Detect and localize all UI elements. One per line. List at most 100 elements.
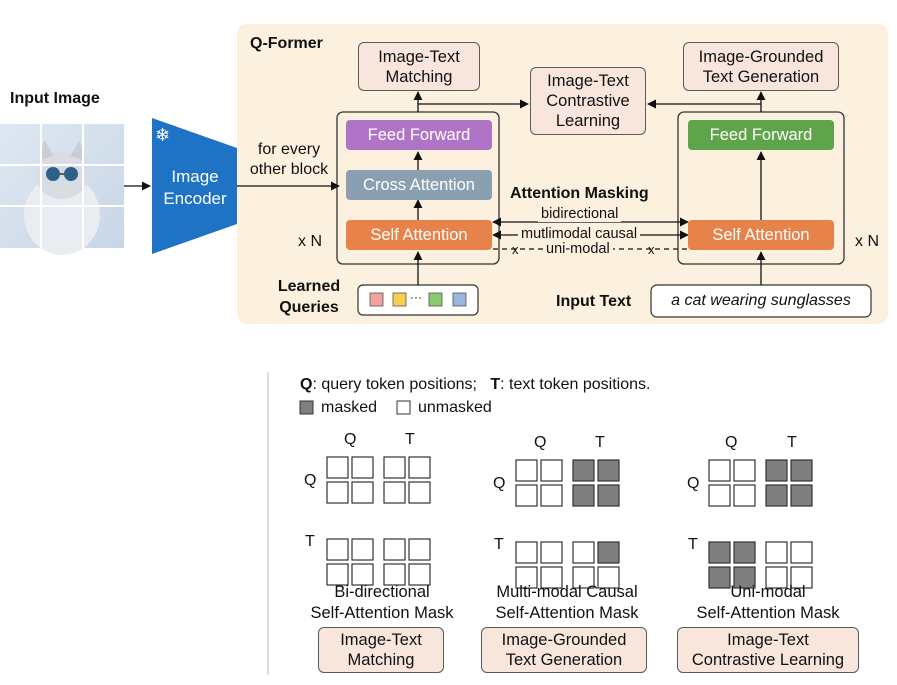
mask1-col-t: T [405, 431, 415, 448]
mask3-cell-3-0 [708, 566, 731, 589]
mask3-row-q: Q [687, 475, 700, 492]
mask1-row-t: T [305, 533, 315, 550]
cross-attention: Cross Attention [346, 170, 492, 200]
input-text-label: Input Text [556, 293, 632, 310]
mask2-cell-3-0 [515, 566, 538, 589]
itm-head-box: Image-Text Matching [358, 42, 480, 91]
legend-masked-label: masked [321, 399, 378, 416]
mask1-cell-2-0 [326, 538, 349, 561]
mask3-cell-0-3 [790, 459, 813, 482]
mask1-cell-0-2 [383, 456, 406, 479]
input-image [0, 124, 124, 255]
query-dots: ··· [410, 290, 422, 304]
every-other-block-label: for every other block [249, 141, 329, 178]
masked-swatch [299, 400, 314, 415]
mask2-cell-3-2 [572, 566, 595, 589]
mask1-cell-3-0 [326, 563, 349, 586]
mask3-cell-3-3 [790, 566, 813, 589]
mask3-cell-0-0 [708, 459, 731, 482]
mask1-cell-2-2 [383, 538, 406, 561]
mask3-cell-2-2 [765, 541, 788, 564]
mask2-row-q: Q [493, 475, 506, 492]
mask2-title: Multi-modal Causal Self-Attention Mask [495, 583, 639, 622]
legend-unmasked-label: unmasked [418, 399, 492, 416]
unmasked-swatch [396, 400, 411, 415]
mask2-row-t: T [494, 536, 504, 553]
mask3-cell-1-1 [733, 484, 756, 507]
mask3-cell-3-1 [733, 566, 756, 589]
mask1-cell-3-1 [351, 563, 374, 586]
mask2-objective: Image-Grounded Text Generation [481, 627, 647, 673]
mask1-cell-2-3 [408, 538, 431, 561]
mask3-cell-1-3 [790, 484, 813, 507]
itg-head-box: Image-Grounded Text Generation [683, 42, 839, 91]
unimodal-cross-left: x [512, 242, 519, 257]
mask2-col-t: T [595, 434, 605, 451]
mask1-cell-2-1 [351, 538, 374, 561]
mask1-cell-1-1 [351, 481, 374, 504]
mask1-cell-0-3 [408, 456, 431, 479]
mask3-cell-2-3 [790, 541, 813, 564]
mask1-col-q: Q [344, 431, 357, 448]
mask2-cell-0-1 [540, 459, 563, 482]
mask3-col-t: T [787, 434, 797, 451]
mask1-cell-1-0 [326, 481, 349, 504]
mask-multimodal-label: mutlimodal causal [518, 226, 641, 242]
query-token-4 [452, 292, 467, 307]
mask3-cell-1-2 [765, 484, 788, 507]
right-self-attention: Self Attention [688, 220, 834, 250]
mask2-cell-3-3 [597, 566, 620, 589]
query-token-3 [428, 292, 443, 307]
image-encoder-shape [152, 118, 237, 254]
mask1-row-q: Q [304, 472, 317, 489]
attention-masking-title: Attention Masking [510, 185, 649, 202]
mask1-cell-3-2 [383, 563, 406, 586]
mask3-cell-3-2 [765, 566, 788, 589]
mask2-cell-3-1 [540, 566, 563, 589]
mask3-cell-1-0 [708, 484, 731, 507]
query-token-2 [392, 292, 407, 307]
mask3-cell-0-1 [733, 459, 756, 482]
image-encoder-label: Image Encoder [163, 167, 227, 208]
query-token-1 [369, 292, 384, 307]
mask1-cell-1-2 [383, 481, 406, 504]
mask3-cell-0-2 [765, 459, 788, 482]
mask2-cell-0-3 [597, 459, 620, 482]
mask2-cell-0-2 [572, 459, 595, 482]
mask2-cell-1-0 [515, 484, 538, 507]
qformer-title: Q-Former [250, 35, 323, 52]
mask1-title: Bi-directional Self-Attention Mask [310, 583, 454, 622]
legend-t-key: T [490, 376, 501, 393]
mask3-cell-2-0 [708, 541, 731, 564]
snowflake-icon: ❄ [155, 125, 171, 145]
left-xn-label: x N [298, 233, 322, 250]
mask3-title: Uni-modal Self-Attention Mask [696, 583, 840, 622]
unimodal-cross-right: x [648, 242, 655, 257]
mask3-col-q: Q [725, 434, 738, 451]
right-xn-label: x N [855, 233, 879, 250]
legend-q-desc: : query token positions; [312, 376, 477, 393]
legend-t-desc: : text token positions. [500, 376, 651, 393]
mask2-cell-2-2 [572, 541, 595, 564]
mask3-cell-2-1 [733, 541, 756, 564]
learned-queries-label: Learned Queries [277, 278, 341, 316]
mask1-cell-0-1 [351, 456, 374, 479]
mask1-objective: Image-Text Matching [318, 627, 444, 673]
mask2-cell-1-2 [572, 484, 595, 507]
legend-line: Q: query token positions; T: text token … [300, 376, 650, 394]
legend-q-key: Q [300, 376, 313, 393]
right-feed-forward: Feed Forward [688, 120, 834, 150]
mask3-row-t: T [688, 536, 698, 553]
mask2-cell-2-1 [540, 541, 563, 564]
left-self-attention: Self Attention [346, 220, 492, 250]
mask-bidirectional-label: bidirectional [538, 206, 622, 222]
mask2-cell-1-3 [597, 484, 620, 507]
mask3-objective: Image-Text Contrastive Learning [677, 627, 859, 673]
input-image-label: Input Image [10, 90, 100, 107]
mask2-cell-1-1 [540, 484, 563, 507]
left-feed-forward: Feed Forward [346, 120, 492, 150]
mask2-col-q: Q [534, 434, 547, 451]
mask-unimodal-label: uni-modal [543, 241, 613, 257]
mask1-cell-0-0 [326, 456, 349, 479]
input-text-value: a cat wearing sunglasses [671, 292, 851, 309]
